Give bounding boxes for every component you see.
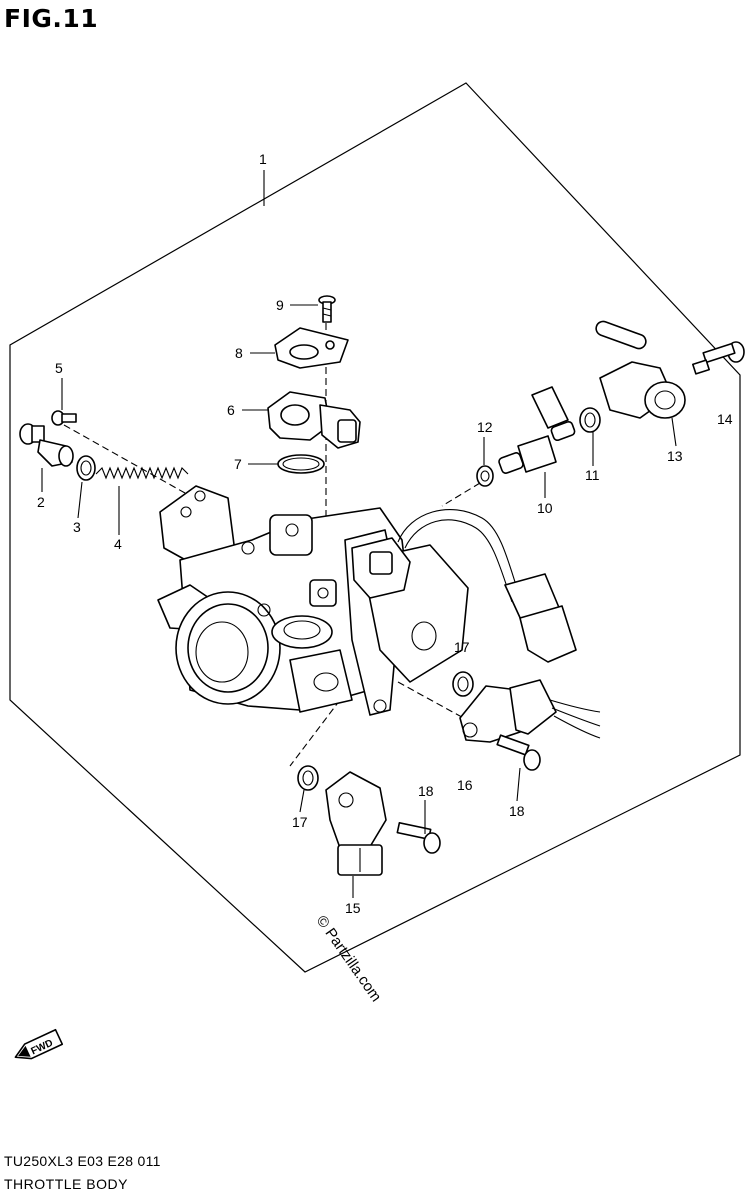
callout-17-upper: 17 [454,639,470,655]
callout-9: 9 [276,297,284,313]
forward-direction-badge: FWD [14,1028,64,1060]
figure-name: THROTTLE BODY [4,1176,128,1192]
fuel-holder-part-13 [595,320,686,419]
bolt-part-18-lower [396,821,441,854]
screw-part-5 [51,410,77,426]
assembly-frame [9,82,741,973]
injector-part-10 [498,386,576,474]
bolt-part-14 [691,341,745,375]
callout-leader-lines [41,304,677,898]
callout-8: 8 [235,345,243,361]
sensor-part-16 [459,679,601,743]
callout-13: 13 [667,448,683,464]
bolt-part-18-right [496,734,541,771]
bracket-part-8 [274,327,349,369]
callout-16: 16 [457,777,473,793]
callout-12: 12 [477,419,493,435]
washer-part-3 [76,455,96,481]
figure-code: TU250XL3 E03 E28 011 [4,1153,161,1169]
callout-6: 6 [227,402,235,418]
sensor-part-6 [267,391,361,449]
throttle-body-part-1 [157,485,577,716]
o-ring-part-17-lower [297,765,319,791]
callout-10: 10 [537,500,553,516]
o-ring-part-11 [579,407,601,433]
screw-part-9 [318,295,336,323]
callout-5: 5 [55,360,63,376]
callout-2: 2 [37,494,45,510]
callout-17-lower: 17 [292,814,308,830]
callout-7: 7 [234,456,242,472]
callout-14: 14 [717,411,733,427]
partzilla-watermark: © Partzilla.com [313,913,385,1006]
washer-part-12 [476,465,494,487]
callout-15: 15 [345,900,361,916]
callout-18-lower: 18 [418,783,434,799]
callout-1: 1 [259,151,267,167]
figure-title: FIG.11 [4,4,99,33]
callout-18-right: 18 [509,803,525,819]
o-ring-part-17-upper [452,671,474,697]
callout-11: 11 [585,467,600,483]
adjust-screw-part-2 [19,423,74,467]
callout-4: 4 [114,536,122,552]
spring-part-4 [95,466,189,480]
callout-3: 3 [73,519,81,535]
sensor-part-15 [325,771,387,876]
callouts: 1 2 3 4 5 6 7 8 9 10 11 12 13 14 15 16 1… [37,151,733,916]
